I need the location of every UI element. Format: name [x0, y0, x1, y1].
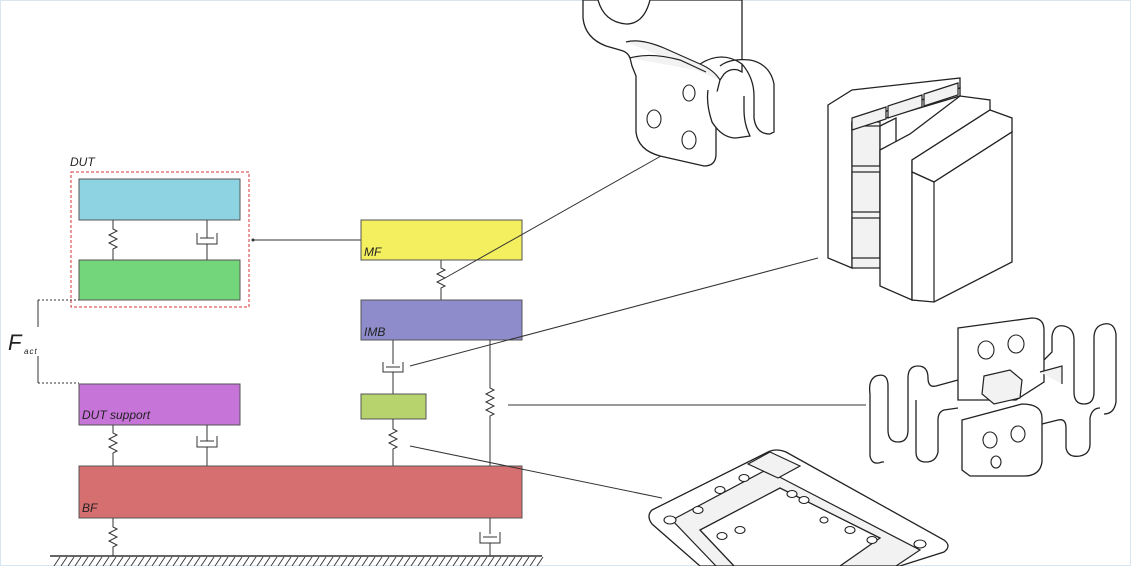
mf-mass: [360, 219, 523, 261]
magnet-array-drawing: [827, 77, 1013, 303]
dut-support-label: DUT support: [82, 408, 151, 422]
dut-support-damper: [196, 425, 218, 466]
leader-magnet: [409, 257, 819, 367]
imb-label: IMB: [364, 325, 385, 339]
dut-spring: [107, 220, 119, 260]
base-plate-drawing: [648, 449, 949, 566]
serpentine-spring-drawing: [868, 317, 1117, 477]
dut-bottom-mass: [78, 259, 241, 301]
bf-ground-spring: [107, 518, 119, 556]
small-mass-spring: [387, 419, 399, 466]
dut-support-mass: [78, 383, 241, 426]
imb-damper: [382, 340, 404, 394]
bf-mass: [78, 465, 523, 519]
leader-baseplate: [409, 445, 663, 499]
mf-imb-spring: [435, 260, 447, 300]
dut-label: DUT: [70, 155, 96, 169]
dut-outline: [70, 171, 250, 308]
flexure-hinge-drawing: [582, 0, 775, 167]
leader-flexure: [444, 151, 669, 279]
dut-damper: [196, 220, 218, 260]
bf-label: BF: [82, 501, 98, 515]
mf-label: MF: [364, 245, 382, 259]
imb-mass: [360, 299, 523, 341]
f-act-dimension: [37, 299, 79, 384]
imb-bf-spring: [484, 340, 496, 466]
f-act-subscript: act: [24, 347, 38, 356]
small-mass: [360, 393, 427, 420]
ground-hatch: [50, 555, 544, 566]
bf-ground-damper: [479, 518, 501, 556]
dut-top-mass: [78, 178, 241, 221]
dut-support-spring: [107, 425, 119, 466]
f-act-label: F: [8, 330, 23, 355]
